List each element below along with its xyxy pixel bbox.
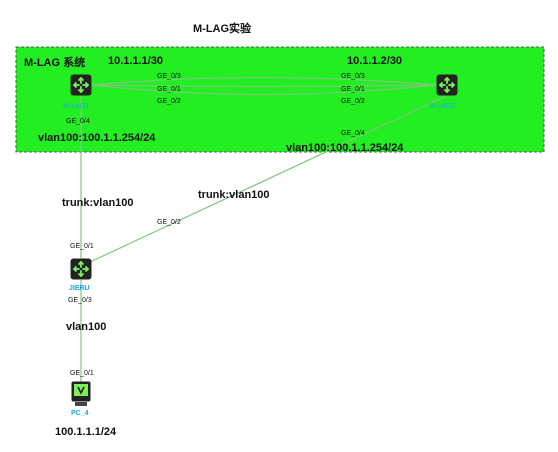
mlag-system-box [15, 46, 545, 153]
peer-link-ge01[interactable] [91, 84, 437, 88]
mlag1-name: M-LAG1 [63, 103, 90, 110]
jieru-port-ge01: GE_0/1 [70, 243, 94, 250]
pc4-host[interactable] [71, 381, 91, 407]
mlag2-port-ge02: GE_0/2 [341, 98, 365, 105]
trunk-right-label: trunk:vlan100 [198, 189, 270, 201]
mlag1-port-ge03: GE_0/3 [157, 73, 181, 80]
mlag1-vlanif-ip: vlan100:100.1.1.254/24 [38, 132, 156, 144]
mlag2-name: M-LAG2 [429, 103, 456, 110]
mlag-system-label: M-LAG 系统 [24, 57, 86, 69]
mlag2-port-ge04: GE_0/4 [341, 130, 365, 137]
switch-icon [436, 74, 458, 96]
switch-icon [70, 258, 92, 280]
mlag1-peer-ip: 10.1.1.1/30 [108, 55, 164, 67]
jieru-port-ge02: GE_0/2 [157, 219, 181, 226]
jieru-name: JIERU [69, 285, 90, 292]
mlag1-port-ge01: GE_0/1 [157, 86, 181, 93]
diagram-title: M-LAG实验 [193, 23, 252, 35]
trunk-left-label: trunk:vlan100 [62, 197, 134, 209]
jieru-port-ge03: GE_0/3 [68, 297, 92, 304]
pc4-ip: 100.1.1.1/24 [55, 426, 117, 438]
pc-icon [71, 381, 91, 407]
mlag1-switch[interactable] [70, 74, 92, 96]
peer-link-ge02[interactable] [91, 84, 437, 96]
access-vlan-label: vlan100 [66, 321, 107, 333]
mlag2-port-ge01: GE_0/1 [341, 86, 365, 93]
mlag2-peer-ip: 10.1.1.2/30 [347, 55, 403, 67]
mlag1-port-ge04: GE_0/4 [66, 118, 90, 125]
pc4-port-ge01: GE_0/1 [70, 370, 94, 377]
switch-icon [70, 74, 92, 96]
mlag2-vlanif-ip: vlan100:100.1.1.254/24 [286, 142, 404, 154]
peer-link-ge03[interactable] [91, 76, 437, 86]
link-mlag2-jieru[interactable] [89, 95, 447, 263]
jieru-switch[interactable] [70, 258, 92, 280]
pc4-name: PC_4 [71, 410, 89, 417]
mlag1-port-ge02: GE_0/2 [157, 98, 181, 105]
mlag2-port-ge03: GE_0/3 [341, 73, 365, 80]
mlag2-switch[interactable] [436, 74, 458, 96]
